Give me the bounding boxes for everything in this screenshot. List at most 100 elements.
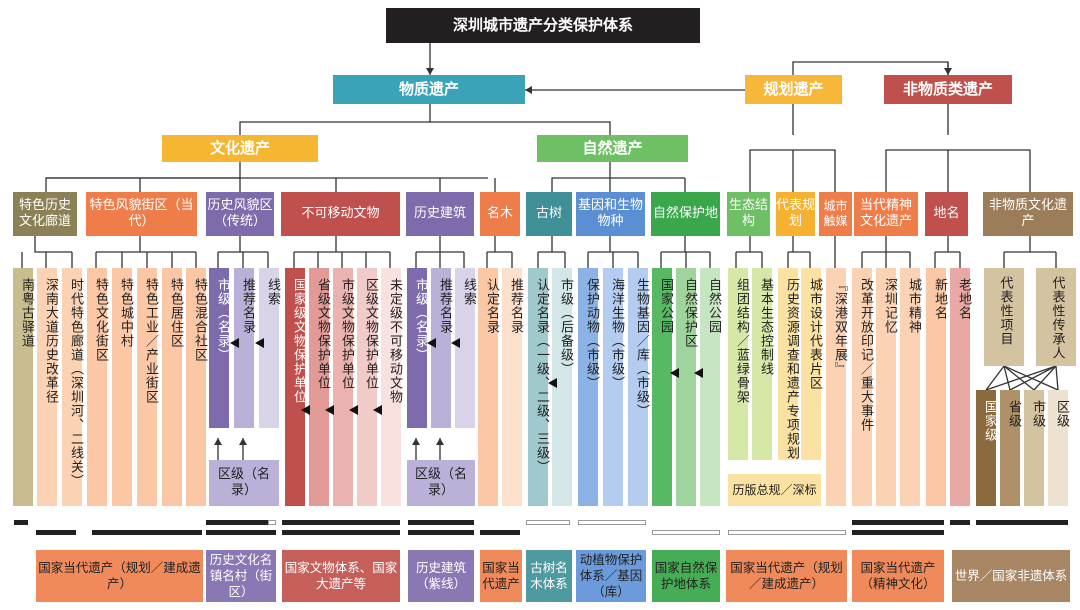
arrow-icon bbox=[694, 368, 703, 378]
leaf-gene-bank: 生物基因／库（市级） bbox=[628, 268, 649, 506]
divider-bar bbox=[480, 530, 520, 535]
physical-heritage-node: 物质遗产 bbox=[333, 75, 525, 104]
arrow-icon bbox=[373, 405, 382, 415]
cultural-heritage-node: 文化遗产 bbox=[162, 135, 318, 162]
leaf-district-relic: 区级文物保护单位 bbox=[357, 268, 378, 506]
divider-bar bbox=[852, 520, 944, 525]
leaf-building-clues: 线索 bbox=[455, 268, 476, 428]
leaf-wood-certified: 认定名录 bbox=[478, 268, 499, 506]
footer-old-tree-system: 古树名木体系 bbox=[526, 550, 572, 602]
leaf-urban-village: 特色城中村 bbox=[112, 268, 133, 506]
leaf-shenzhen-memory: 深圳记忆 bbox=[876, 268, 897, 506]
leaf-building-city-list: 市级（名录） bbox=[407, 268, 428, 428]
ich-provincial-level: 省级 bbox=[1000, 390, 1021, 506]
divider-bar bbox=[578, 520, 646, 525]
category-contemporary-spirit: 当代精神文化遗产 bbox=[852, 192, 918, 236]
category-old-tree: 古树 bbox=[526, 192, 572, 236]
divider-bar bbox=[408, 520, 474, 525]
ich-district-level: 区级 bbox=[1048, 390, 1069, 506]
leaf-cluster-structure: 组团结构／蓝绿骨架 bbox=[728, 268, 749, 460]
leaf-city-relic: 市级文物保护单位 bbox=[333, 268, 354, 506]
footer-spiritual-culture: 国家当代遗产（精神文化） bbox=[852, 550, 944, 602]
divider-bar bbox=[92, 530, 202, 535]
diagram-title: 深圳城市遗产分类保护体系 bbox=[386, 8, 700, 43]
arrow-icon bbox=[255, 338, 264, 348]
footer-ich-system: 世界／国家非遗体系 bbox=[952, 550, 1070, 602]
footer-species-system: 动植物保护体系／基因（库） bbox=[576, 550, 646, 602]
divider-bar bbox=[206, 530, 276, 535]
divider-bar bbox=[36, 530, 76, 535]
leaf-ancient-post-road: 南粤古驿道 bbox=[13, 268, 34, 506]
category-urban-catalyst: 城市触媒 bbox=[819, 192, 852, 236]
planning-heritage-node: 规划遗产 bbox=[745, 75, 842, 104]
category-eco-structure: 生态结构 bbox=[727, 192, 770, 236]
leaf-city-spirit: 城市精神 bbox=[900, 268, 921, 506]
divider-bar bbox=[526, 520, 570, 525]
category-nature-reserve: 自然保护地 bbox=[651, 192, 720, 236]
category-historic-building: 历史建筑 bbox=[406, 192, 474, 236]
category-representative-plan: 代表规划 bbox=[776, 192, 815, 236]
arrow-icon bbox=[670, 368, 679, 378]
leaf-nature-reserve: 自然保护区 bbox=[676, 268, 697, 506]
arrow-icon bbox=[427, 338, 436, 348]
natural-heritage-node: 自然遗产 bbox=[537, 135, 688, 162]
leaf-area-recommended: 推荐名录 bbox=[234, 268, 255, 428]
leaf-cultural-street: 特色文化街区 bbox=[87, 268, 108, 506]
leaf-building-recommended: 推荐名录 bbox=[431, 268, 452, 428]
ich-national-level: 国家级 bbox=[976, 390, 997, 506]
footer-relic-system: 国家文物体系、国家大遗产等 bbox=[282, 550, 400, 602]
ich-representative-heir: 代表性传承人 bbox=[1036, 268, 1076, 366]
divider-bar bbox=[14, 520, 28, 525]
footer-historic-towns: 历史文化名镇名村（街区） bbox=[206, 550, 276, 602]
divider-bar bbox=[282, 530, 400, 535]
leaf-shennan-avenue: 深南大道历史改革径 bbox=[37, 268, 58, 506]
leaf-new-place-name: 新地名 bbox=[926, 268, 947, 506]
divider-bar bbox=[408, 530, 474, 535]
leaf-reform-milestones: 改革开放印记／重大事件 bbox=[852, 268, 873, 506]
leaf-industrial-district: 特色工业／产业街区 bbox=[137, 268, 158, 506]
leaf-protected-animals: 保护动物（市级） bbox=[578, 268, 599, 506]
divider-bar bbox=[282, 520, 400, 525]
area-district-list: 区级（名录） bbox=[209, 460, 279, 506]
leaf-wood-recommended: 推荐名录 bbox=[502, 268, 523, 506]
ich-city-level: 市级 bbox=[1024, 390, 1045, 506]
divider-bar bbox=[852, 530, 944, 535]
arrow-icon bbox=[325, 405, 334, 415]
divider-bar bbox=[206, 520, 276, 525]
divider-bar bbox=[652, 530, 720, 535]
category-historic-area: 历史风貌区（传统） bbox=[206, 192, 274, 236]
footer-contemporary-heritage: 国家当代遗产（规划／建成遗产） bbox=[36, 550, 203, 602]
intangible-heritage-node: 非物质类遗产 bbox=[884, 75, 1012, 104]
divider-bar bbox=[950, 520, 970, 525]
category-street: 特色风貌街区（当代） bbox=[86, 192, 197, 236]
divider-bar bbox=[268, 520, 276, 525]
leaf-national-park: 国家公园 bbox=[652, 268, 673, 506]
footer-planning-heritage: 国家当代遗产（规划／建成遗产） bbox=[726, 550, 847, 602]
category-gene-species: 基因和生物物种 bbox=[576, 192, 645, 236]
leaf-residential-area: 特色居住区 bbox=[162, 268, 183, 506]
leaf-mixed-community: 特色混合社区 bbox=[186, 268, 207, 506]
planning-master-plan-note: 历版总规／深标 bbox=[728, 474, 821, 506]
leaf-old-place-name: 老地名 bbox=[950, 268, 971, 506]
arrow-icon bbox=[230, 338, 239, 348]
arrow-icon bbox=[301, 405, 310, 415]
footer-contemporary-wood: 国家当代遗产 bbox=[480, 550, 522, 602]
leaf-heritage-plan: 历史资源调查和遗产专项规划 bbox=[778, 268, 799, 460]
footer-historic-building: 历史建筑（紫线） bbox=[408, 550, 474, 602]
category-ich: 非物质文化遗产 bbox=[983, 192, 1073, 236]
leaf-biennale: 『深港双年展』 bbox=[826, 268, 847, 506]
divider-bar bbox=[728, 530, 846, 535]
leaf-tree-certified: 认定名录（一级、二级、三级） bbox=[528, 268, 549, 506]
leaf-area-city-list: 市级（名录） bbox=[209, 268, 230, 428]
leaf-marine-life: 海洋生物（市级） bbox=[603, 268, 624, 506]
leaf-area-clues: 线索 bbox=[259, 268, 280, 428]
category-place-name: 地名 bbox=[925, 192, 968, 236]
ich-representative-item: 代表性项目 bbox=[984, 268, 1024, 366]
leaf-tree-reserve: 市级（后备级） bbox=[552, 268, 573, 506]
leaf-provincial-relic: 省级文物保护单位 bbox=[309, 268, 330, 506]
arrow-icon bbox=[349, 405, 358, 415]
leaf-era-corridor: 时代特色廊道（深圳河、二线关） bbox=[62, 268, 83, 506]
category-corridor: 特色历史文化廊道 bbox=[13, 192, 77, 236]
footer-reserve-system: 国家自然保护地体系 bbox=[652, 550, 720, 602]
